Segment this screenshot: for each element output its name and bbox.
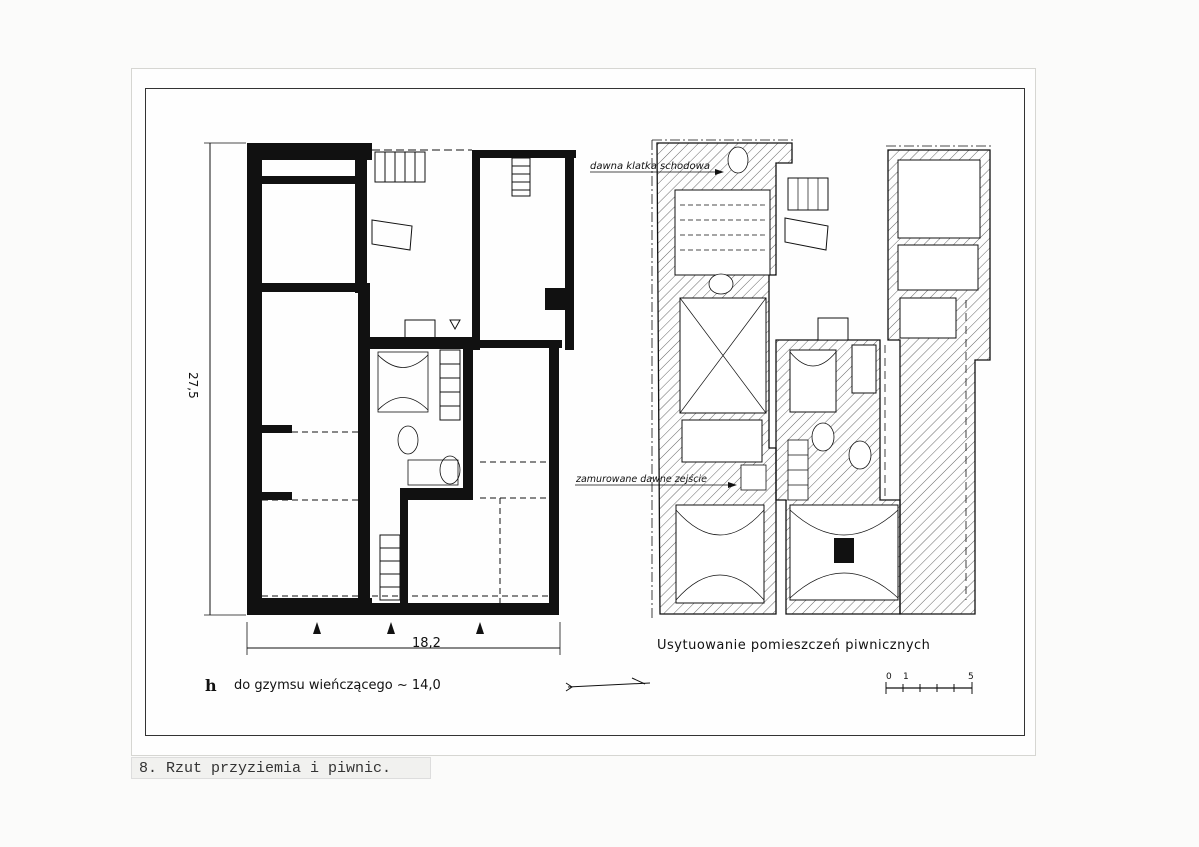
- figure-caption: 8. Rzut przyziemia i piwnic.: [139, 760, 392, 777]
- height-note: do gzymsu wieńczącego ~ 14,0: [234, 678, 441, 693]
- scale-tick-0: 0: [886, 672, 892, 682]
- depth-dimension: 27,5: [186, 372, 200, 399]
- drawing-frame: [145, 88, 1025, 736]
- scale-tick-1: 1: [903, 672, 909, 682]
- ground-floor-plan: [204, 142, 576, 655]
- scale-bar: [885, 682, 973, 694]
- basement-plan: [575, 139, 994, 618]
- basement-title: Usytuowanie pomieszczeń piwnicznych: [657, 638, 931, 653]
- scale-tick-5: 5: [968, 672, 974, 682]
- bricked-entrance-label: zamurowane dawne zejście: [576, 474, 707, 485]
- caption-box: [131, 757, 431, 779]
- height-symbol: h: [205, 676, 217, 695]
- north-arrow: [565, 677, 651, 692]
- width-dimension: 18,2: [412, 636, 441, 651]
- old-staircase-label: dawna klatka schodowa: [590, 161, 710, 172]
